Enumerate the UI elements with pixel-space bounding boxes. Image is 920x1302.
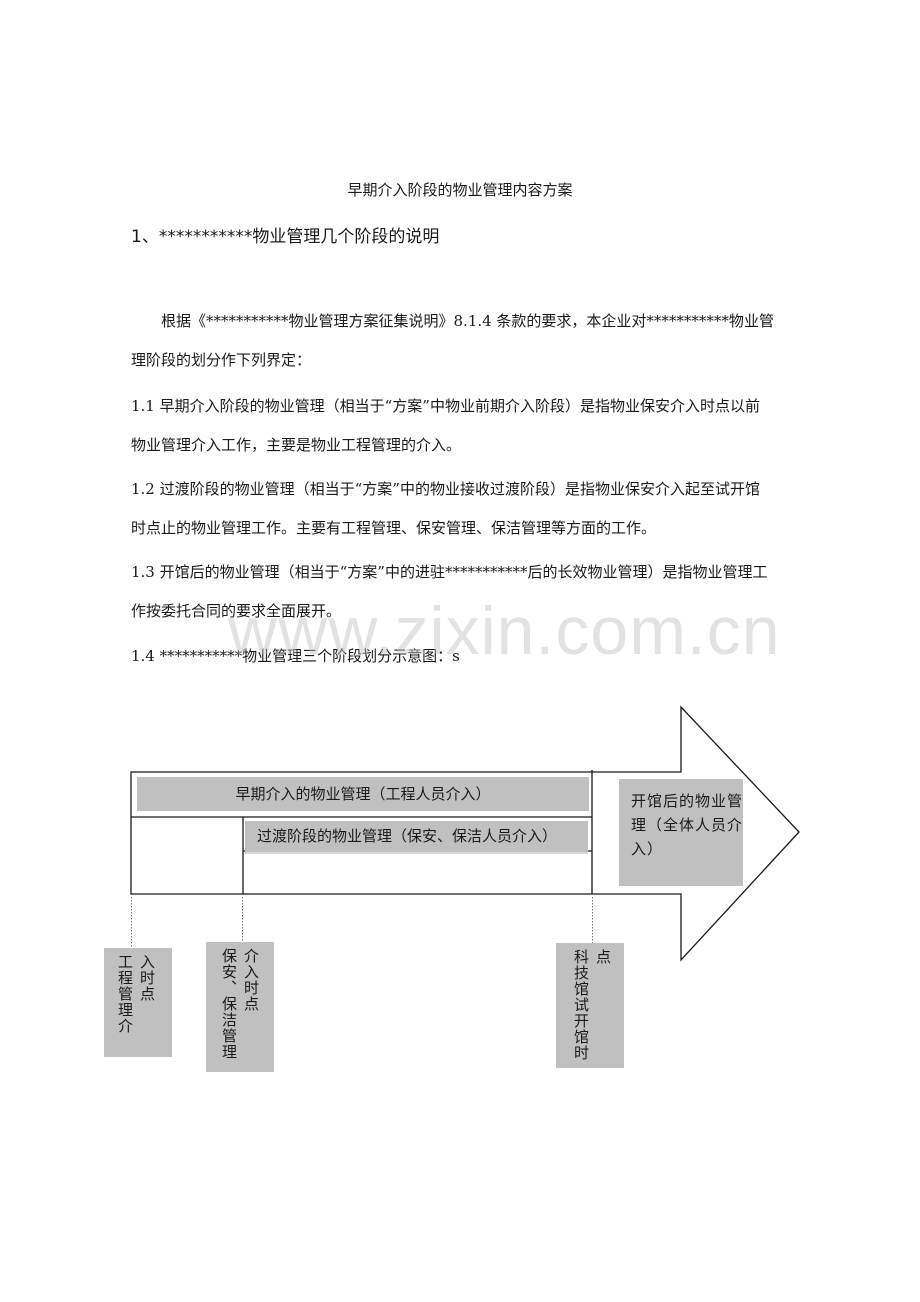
- transition-stage-band: 过渡阶段的物业管理（保安、保洁人员介入）: [245, 821, 588, 852]
- paragraph-1-1-line-2: 物业管理介入工作，主要是物业工程管理的介入。: [131, 436, 462, 454]
- milestone-engineering-text: 工程管理介入时点: [116, 954, 156, 1034]
- paragraph-intro-line-1: 根据《***********物业管理方案征集说明》8.1.4 条款的要求，本企业…: [131, 312, 774, 330]
- paragraph-1-2-line-2: 时点止的物业管理工作。主要有工程管理、保安管理、保洁管理等方面的工作。: [131, 519, 657, 537]
- section-heading: 1、***********物业管理几个阶段的说明: [131, 227, 440, 247]
- paragraph-intro-line-2: 理阶段的划分作下列界定：: [131, 351, 312, 369]
- paragraph-1-3-line-2: 作按委托合同的要求全面展开。: [131, 602, 342, 620]
- document-title: 早期介入阶段的物业管理内容方案: [347, 181, 573, 199]
- after-opening-box: 开馆后的物业管理（全体人员介入）: [619, 779, 743, 886]
- milestone-engineering-label: 工程管理介入时点: [104, 948, 172, 1057]
- early-stage-band: 早期介入的物业管理（工程人员介入）: [137, 777, 589, 811]
- paragraph-1-2-line-1: 1.2 过渡阶段的物业管理（相当于“方案”中的物业接收过渡阶段）是指物业保安介入…: [131, 480, 760, 498]
- milestone-trial-opening-text: 科技馆试开馆时点: [572, 949, 612, 1061]
- milestone-trial-opening-label: 科技馆试开馆时点: [556, 943, 624, 1068]
- paragraph-1-1-line-1: 1.1 早期介入阶段的物业管理（相当于“方案”中物业前期介入阶段）是指物业保安介…: [131, 397, 760, 415]
- paragraph-1-4-line-1: 1.4 ***********物业管理三个阶段划分示意图：s: [131, 647, 460, 665]
- paragraph-1-3-line-1: 1.3 开馆后的物业管理（相当于“方案”中的进驻***********后的长效物…: [131, 563, 768, 581]
- milestone-security-cleaning-label: 保安、保洁管理介入时点: [206, 942, 274, 1072]
- milestone-security-cleaning-text: 保安、保洁管理介入时点: [220, 948, 260, 1060]
